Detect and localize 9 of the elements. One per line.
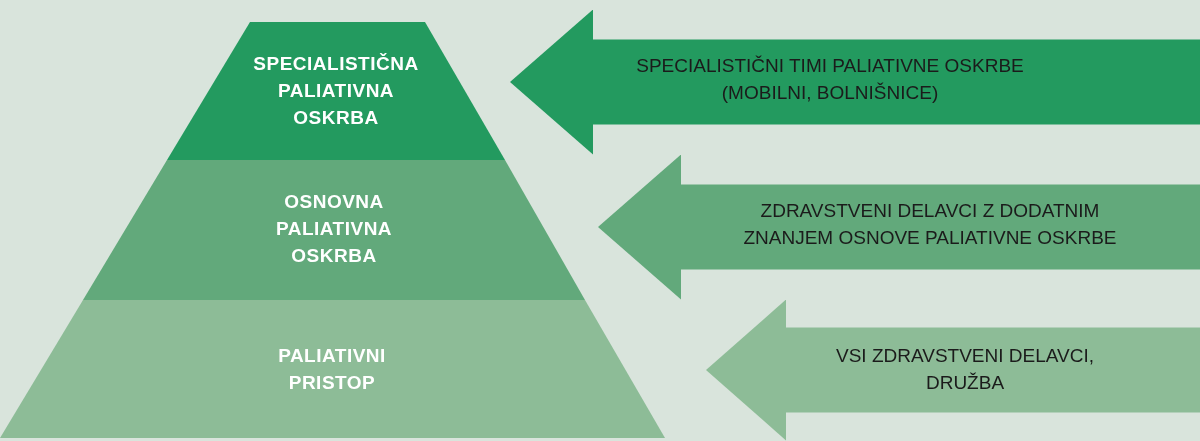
tier-label: PALIATIVNI PRISTOP	[277, 344, 387, 395]
block-arrow	[510, 9, 1200, 155]
edge-label: ZDRAVSTVENI DELAVCI Z DODATNIM ZNANJEM OSNOVE PALIATIVNE OSKRBE	[742, 199, 1118, 250]
edge-label: VSI ZDRAVSTVENI DELAVCI, DRUŽBA	[835, 344, 1095, 395]
tier-label: OSNOVNA PALIATIVNA OSKRBA	[274, 190, 394, 268]
block-arrow	[598, 154, 1200, 300]
block-arrow	[706, 299, 1200, 441]
edge-label: SPECIALISTIČNI TIMI PALIATIVNE OSKRBE (MOBILNI, BOLNIŠNICE)	[635, 54, 1025, 105]
tier-label: SPECIALISTIČNA PALIATIVNA OSKRBA	[252, 52, 420, 130]
